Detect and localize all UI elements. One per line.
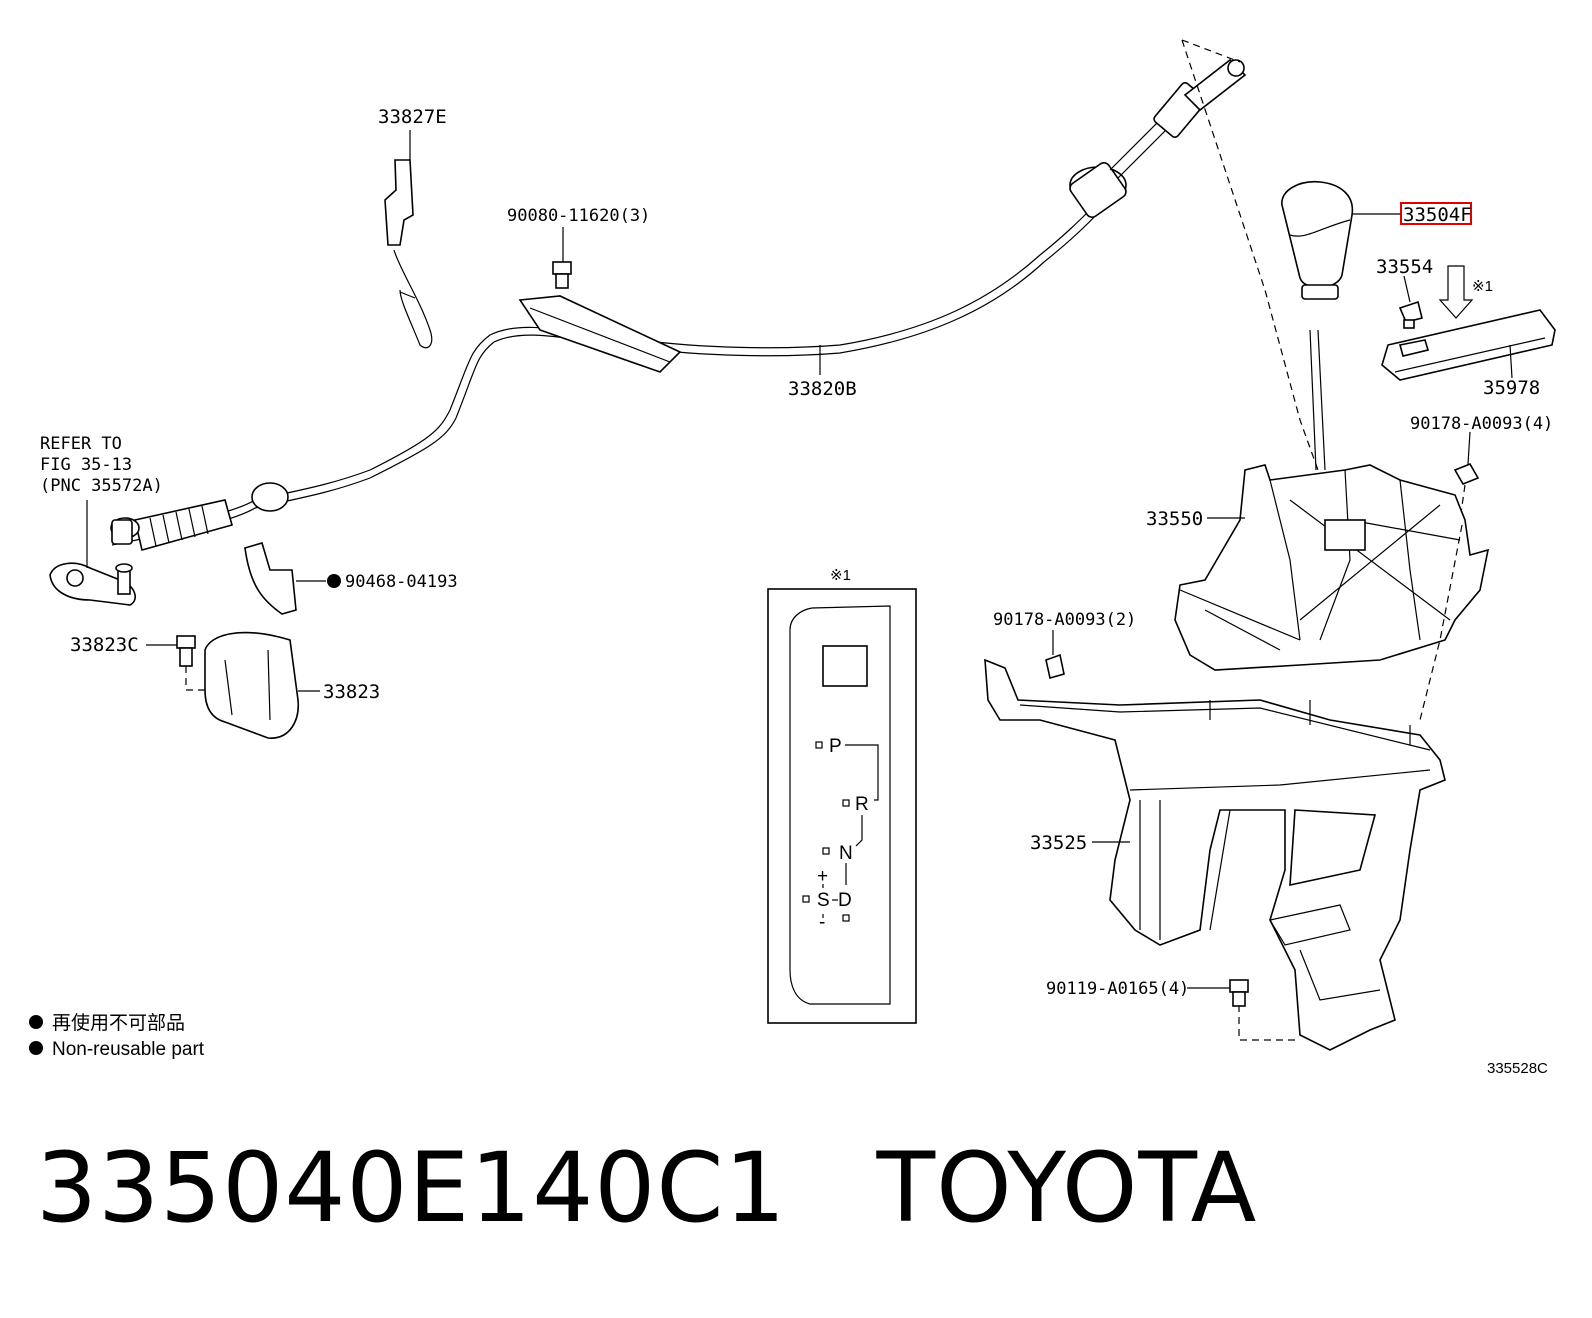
- label-33504f: 33504F: [1403, 204, 1472, 226]
- shift-lever-housing-33550: [1174, 464, 1490, 671]
- label-33823: 33823: [323, 681, 380, 703]
- shift-cable-33820b: [110, 58, 1247, 551]
- indicator-panel-35978: [1381, 309, 1556, 381]
- label-diagram-ref: 335528C: [1487, 1060, 1548, 1077]
- legend-en: Non-reusable part: [52, 1039, 205, 1060]
- shift-n: N: [839, 843, 853, 864]
- label-note1: ※1: [1472, 278, 1493, 295]
- label-33827e: 33827E: [378, 106, 447, 128]
- bolt-90080: [552, 261, 572, 289]
- manual-lever-assembly: [49, 519, 136, 606]
- label-refer-pnc: (PNC 35572A): [40, 476, 163, 496]
- label-90119-a0165: 90119-A0165(4): [1046, 979, 1189, 999]
- highlight-box: [1400, 202, 1472, 225]
- legend-dot-en: [29, 1041, 43, 1055]
- shift-p: P: [829, 736, 842, 757]
- label-90080-11620: 90080-11620(3): [507, 206, 650, 226]
- bracket-33525: [984, 658, 1446, 1051]
- shift-s: S: [817, 890, 830, 911]
- legend-dot-jp: [29, 1015, 43, 1029]
- shift-panel-note: ※1: [830, 567, 851, 584]
- label-33823c: 33823C: [70, 634, 139, 656]
- shift-plus: +: [817, 866, 828, 887]
- arrow-down: [1438, 265, 1474, 319]
- label-90178-a0093-4: 90178-A0093(4): [1410, 414, 1553, 434]
- label-35978: 35978: [1483, 377, 1540, 399]
- footer-brand: TOYOTA: [876, 1132, 1258, 1244]
- clip-90468: [244, 542, 341, 615]
- label-33554: 33554: [1376, 256, 1433, 278]
- label-refer-fig: FIG 35-13: [40, 455, 132, 475]
- footer-part-number: 335040E140C1: [36, 1132, 787, 1244]
- clip-33554: [1398, 300, 1423, 329]
- label-90468-04193: 90468-04193: [345, 572, 458, 592]
- shift-d: D: [838, 890, 852, 911]
- label-33820b: 33820B: [788, 378, 857, 400]
- bolt-33823c: [176, 635, 196, 690]
- legend-jp: 再使用不可部品: [52, 1012, 185, 1034]
- label-33550: 33550: [1146, 508, 1203, 530]
- shift-minus: -: [819, 912, 825, 933]
- leader-lines: [86, 130, 1513, 989]
- shift-position-panel: [767, 588, 917, 1024]
- shift-r: R: [855, 794, 869, 815]
- nut-90178-2: [1045, 653, 1065, 680]
- bolt-90119: [1229, 979, 1249, 1007]
- shift-knob-33504f: [1281, 180, 1354, 471]
- label-90178-a0093-2: 90178-A0093(2): [993, 610, 1136, 630]
- cover-33823: [186, 631, 300, 739]
- label-33525: 33525: [1030, 832, 1087, 854]
- label-refer-to: REFER TO: [40, 434, 122, 454]
- bracket-33827e: [384, 159, 433, 349]
